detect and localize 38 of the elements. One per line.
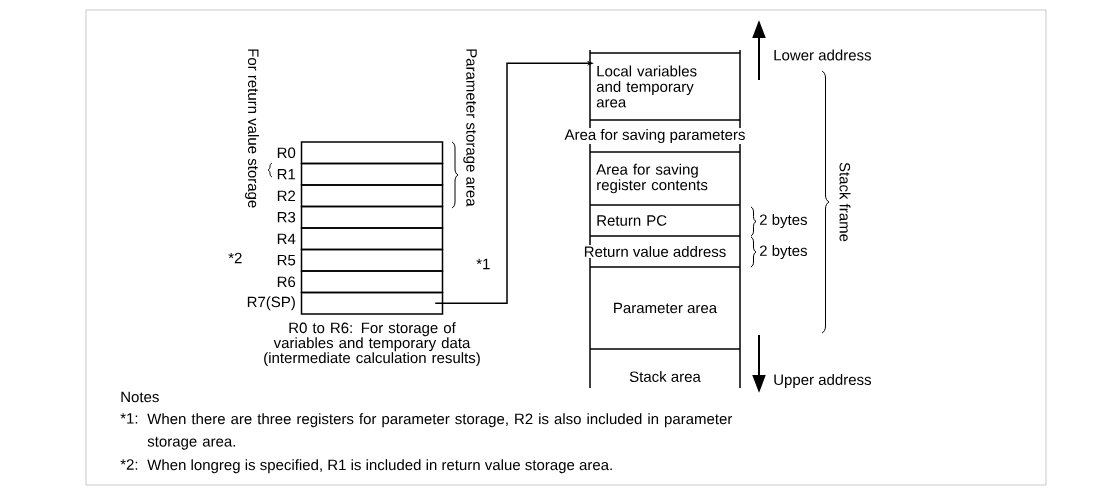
register-row xyxy=(300,184,444,208)
vertical-label: For return value storage xyxy=(245,49,259,208)
register-label: R1 xyxy=(277,169,296,180)
stack-cell: Area for saving register contents xyxy=(596,163,708,194)
register-row xyxy=(300,291,444,315)
note-marker: *1 xyxy=(476,258,490,270)
register-row xyxy=(300,141,444,165)
stack-cell: Area for saving parameters xyxy=(563,128,747,144)
register-row xyxy=(300,162,444,186)
note-marker: *1: xyxy=(120,413,138,424)
stack-cell: Parameter area xyxy=(614,302,718,314)
note-marker: *2 xyxy=(228,252,242,264)
address-label: Lower address xyxy=(774,49,871,61)
stack-cell: Return PC xyxy=(597,215,667,226)
stack-cell: Stack area xyxy=(629,371,701,382)
register-label: R3 xyxy=(277,211,296,223)
stack-cell: Local variables and temporary area xyxy=(596,65,697,108)
stack-cell: Return value address xyxy=(582,245,728,258)
note-marker: *2: xyxy=(120,459,138,470)
register-label: R4 xyxy=(277,233,296,244)
size-label: 2 bytes xyxy=(759,245,807,259)
notes-heading: Notes xyxy=(121,391,159,403)
register-row xyxy=(300,205,444,229)
note-text: When there are three registers for parameter storage, R2 is also included in parameter storage area. xyxy=(147,413,733,450)
description-text: R0 to R6: For storage of variables and temporary data (intermediate calculation results) xyxy=(264,322,480,367)
register-label: R0 xyxy=(277,147,296,159)
register-row xyxy=(300,227,444,251)
vertical-label: Parameter storage area xyxy=(463,49,477,207)
register-row xyxy=(300,248,444,272)
register-label: R2 xyxy=(277,190,296,202)
register-label: R7(SP) xyxy=(247,296,295,311)
address-label: Upper address xyxy=(774,374,871,388)
register-label: R6 xyxy=(277,276,296,288)
register-label: R5 xyxy=(277,254,296,266)
note-text: When longreg is specified, R1 is included in return value storage area. xyxy=(147,459,612,474)
size-label: 2 bytes xyxy=(759,214,807,228)
register-row xyxy=(300,270,444,294)
vertical-label: Stack frame xyxy=(839,162,851,242)
